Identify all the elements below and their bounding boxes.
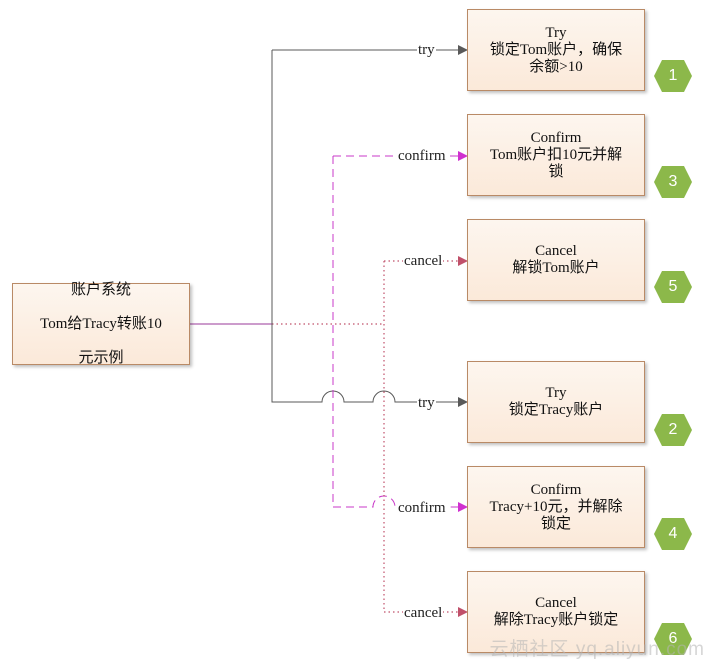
step-number-badge: 6 — [653, 622, 693, 656]
step-title: Try — [545, 24, 567, 41]
step-number-badge: 4 — [653, 517, 693, 551]
source-title: 账户系统 — [70, 281, 131, 298]
step-number-badge: 5 — [653, 270, 693, 304]
step-body: Tom账户扣10元并解 锁 — [489, 146, 623, 180]
edge-label-try: try — [417, 395, 436, 411]
confirm-trunk — [332, 156, 468, 512]
step-body: 锁定Tracy账户 — [508, 402, 604, 418]
step-number-badge: 2 — [653, 413, 693, 447]
step-number-badge: 3 — [653, 165, 693, 199]
step-title: Confirm — [530, 481, 582, 498]
step-number-badge: 1 — [653, 59, 693, 93]
edge-label-cancel: cancel — [403, 605, 444, 621]
step-title: Confirm — [530, 129, 582, 146]
edge-label-try: try — [417, 42, 436, 58]
edge-label-cancel: cancel — [403, 253, 444, 269]
step-body: 解除Tracy账户锁定 — [493, 612, 619, 628]
source-line2: Tom给Tracy转账10 — [40, 315, 162, 332]
step-body: 锁定Tom账户，确保 余额>10 — [489, 41, 623, 75]
step-body: Tracy+10元，并解除 锁定 — [489, 498, 623, 532]
step-body: 解锁Tom账户 — [512, 260, 600, 276]
edge-label-confirm: confirm — [397, 148, 447, 164]
step-title: Cancel — [535, 243, 577, 259]
edge-label-confirm: confirm — [397, 500, 447, 516]
source-account-system-box: 账户系统 Tom给Tracy转账10 元示例 — [12, 281, 190, 366]
step-title: Try — [545, 385, 567, 401]
watermark: 云栖社区 yq.aliyun.com — [489, 639, 705, 660]
cancel-trunk — [383, 261, 468, 617]
step-title: Cancel — [535, 595, 577, 611]
source-line3: 元示例 — [78, 349, 124, 366]
try-trunk — [271, 50, 468, 407]
